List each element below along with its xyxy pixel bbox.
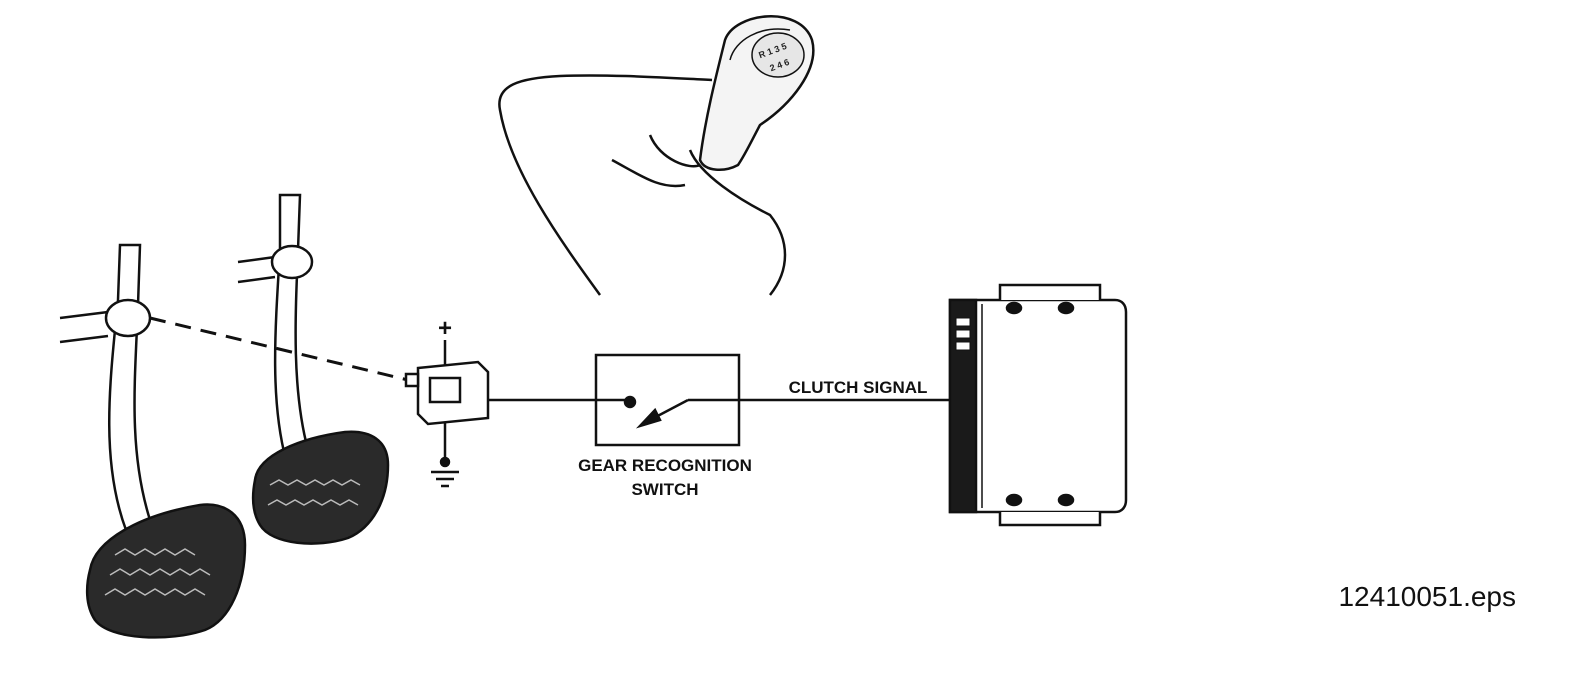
module-screw-top-right (1057, 301, 1075, 315)
positive-supply-symbol: + (438, 315, 452, 342)
clutch-pedal-shaft-rod (59, 310, 109, 344)
module-screw-bottom-left (1005, 493, 1023, 507)
module-bottom-flange (998, 512, 1102, 527)
module-connector-slot-1 (955, 317, 971, 327)
clutch-signal-label: CLUTCH SIGNAL (789, 378, 928, 397)
gear-switch-contact (623, 395, 637, 409)
module-body (948, 298, 1128, 514)
brake-pedal-pad (251, 430, 390, 545)
clutch-pedal-switch (404, 340, 490, 468)
gear-shifter (498, 15, 815, 296)
clutch-pedal-pad (85, 503, 247, 639)
brake-pedal-arm (273, 193, 310, 462)
ground-symbol (431, 470, 459, 488)
control-module (948, 283, 1128, 527)
shifter-knob-shadow (729, 28, 791, 61)
gear-recognition-switch (594, 353, 741, 447)
brake-pedal-pad-texture (267, 479, 361, 506)
brake-pedal-shaft-rod (237, 255, 276, 284)
gear-switch-label-line2: SWITCH (631, 480, 698, 499)
clutch-pedal-pad-texture (104, 548, 211, 596)
clutch-actuation-link (149, 316, 409, 382)
switch-ground-node (439, 456, 451, 468)
switch-window (428, 376, 462, 404)
module-screw-top-left (1005, 301, 1023, 315)
clutch-pedal (59, 243, 247, 639)
brake-pedal (237, 193, 390, 545)
clutch-pedal-arm (108, 243, 152, 532)
clutch-pedal-pivot (104, 298, 152, 338)
gear-switch-label-line1: GEAR RECOGNITION (578, 456, 752, 475)
module-connector-slot-3 (955, 341, 971, 351)
brake-pedal-pivot (270, 244, 314, 280)
shift-pattern-plate (751, 32, 805, 78)
shifter-boot-fold (611, 134, 701, 188)
shifter-boot (498, 74, 787, 296)
switch-plunger (404, 372, 420, 388)
module-top-flange (998, 283, 1102, 300)
module-connector-slot-2 (955, 329, 971, 339)
gear-switch-arrowhead (635, 407, 662, 429)
module-screw-bottom-right (1057, 493, 1075, 507)
file-name-caption: 12410051.eps (1338, 581, 1516, 612)
